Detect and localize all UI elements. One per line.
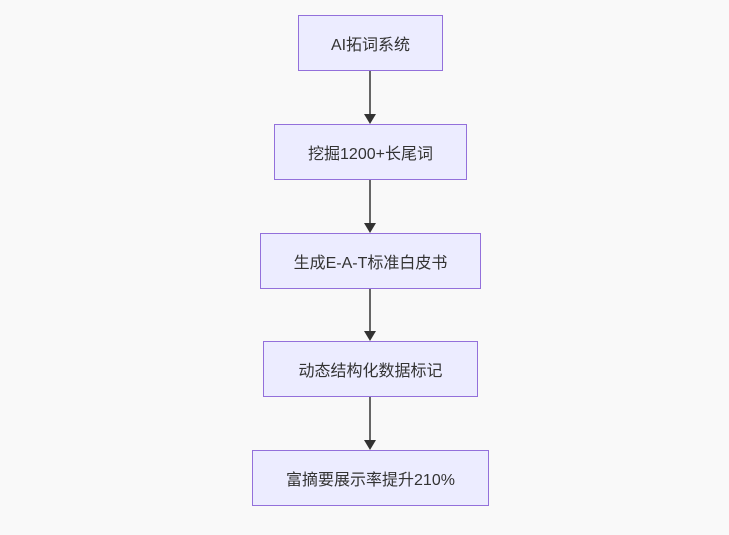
arrow-down-icon	[363, 71, 377, 124]
flow-node-mine-longtail-keywords: 挖掘1200+长尾词	[274, 124, 467, 180]
arrow-down-icon	[363, 289, 377, 341]
arrow-down-icon	[363, 180, 377, 233]
flow-node-rich-snippet-rate-increase: 富摘要展示率提升210%	[252, 450, 489, 506]
flow-node-dynamic-structured-data-markup: 动态结构化数据标记	[263, 341, 478, 397]
arrow-down-icon	[363, 397, 377, 450]
flow-node-generate-eat-whitepaper: 生成E-A-T标准白皮书	[260, 233, 481, 289]
flow-node-ai-word-expansion-system: AI拓词系统	[298, 15, 443, 71]
